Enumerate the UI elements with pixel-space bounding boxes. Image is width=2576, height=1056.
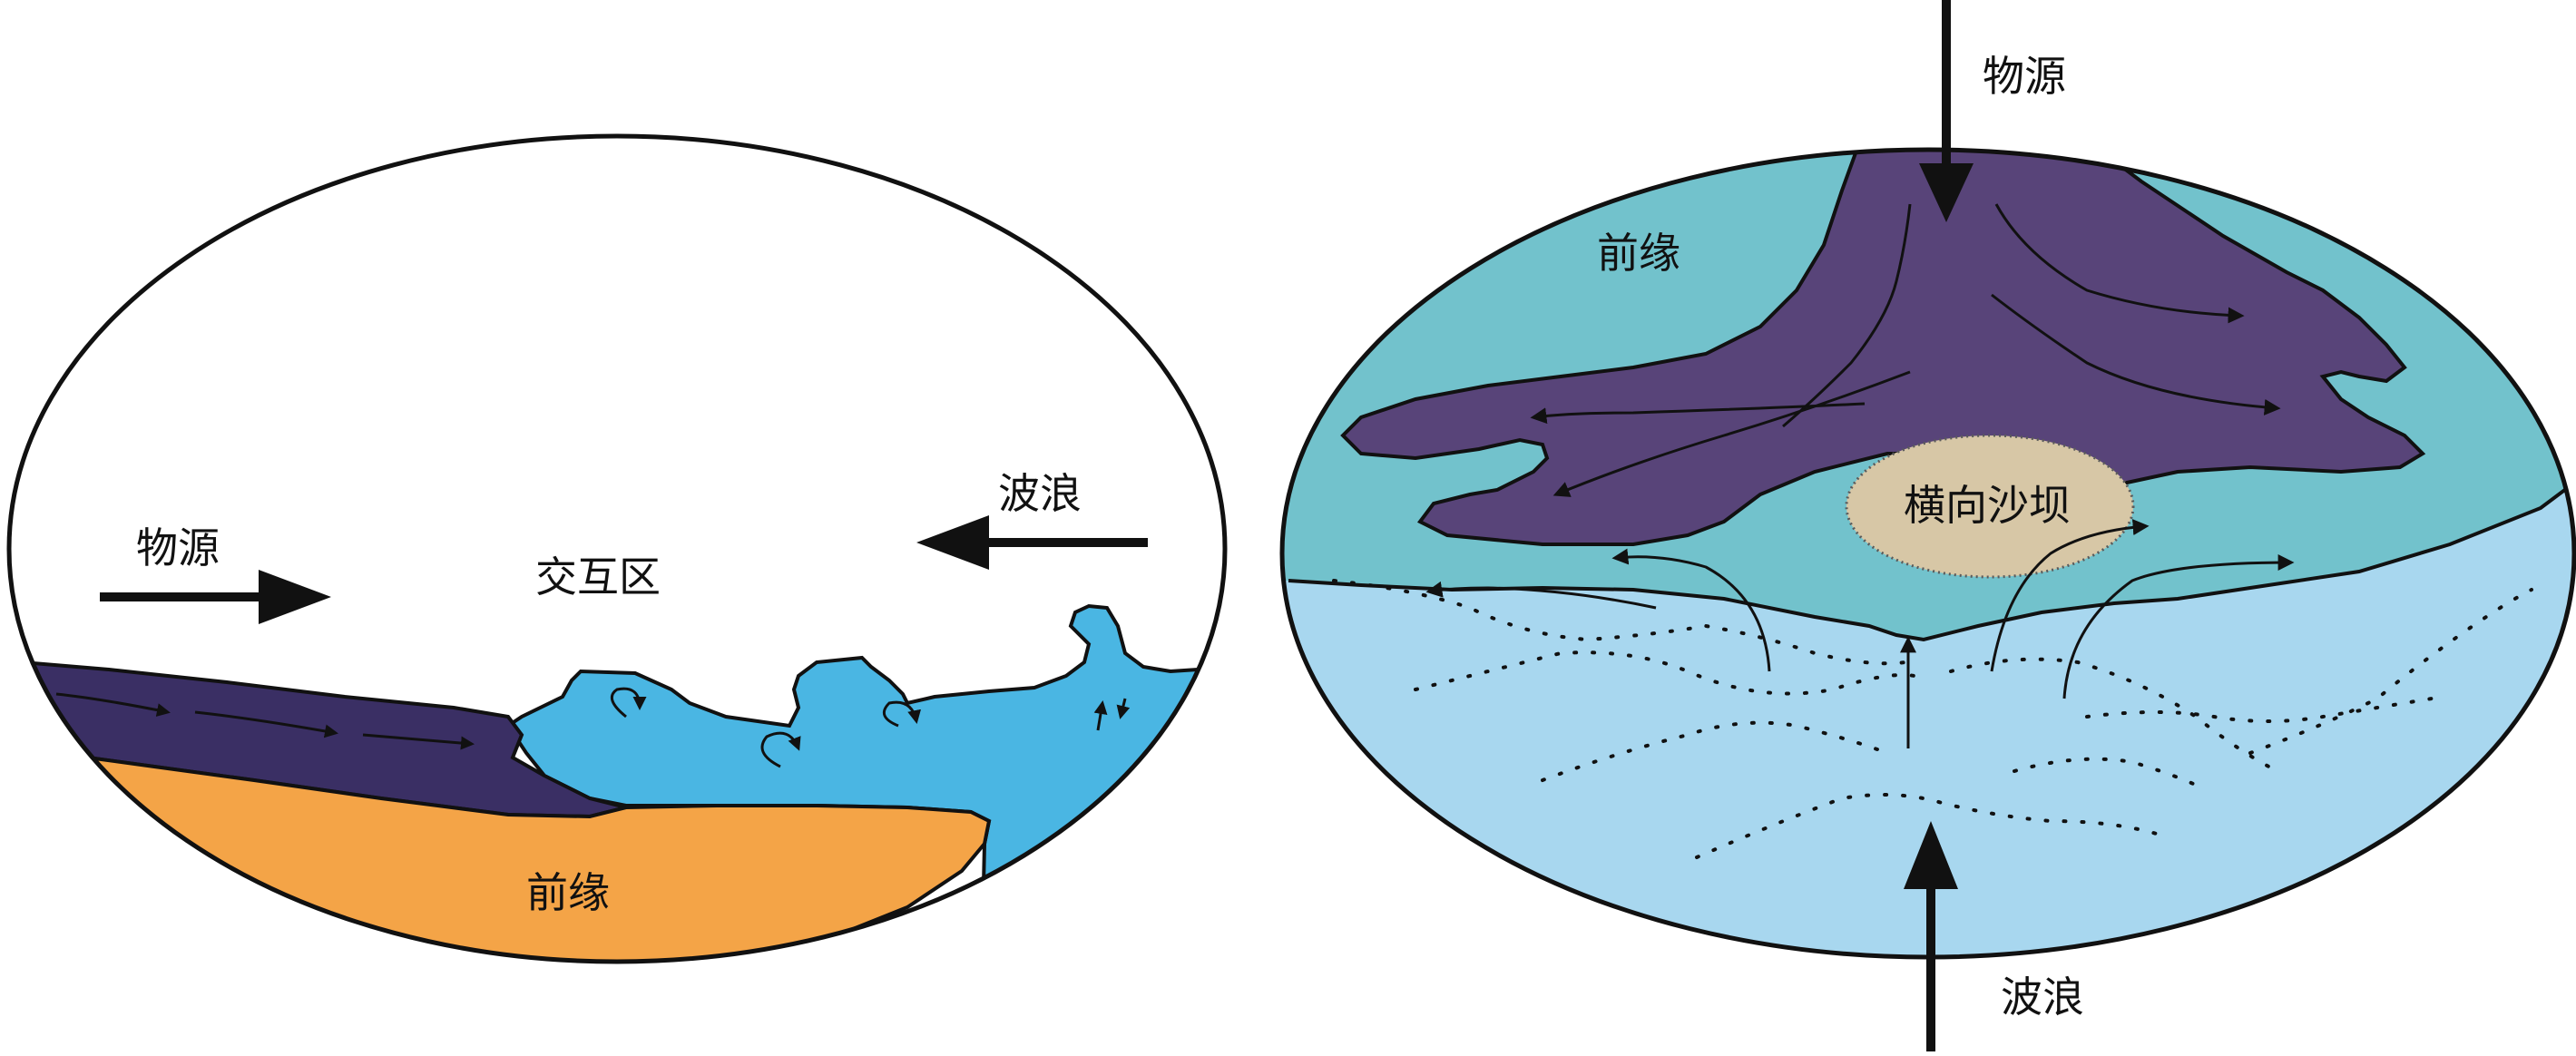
right-source-arrow — [1919, 0, 1974, 222]
sandbar-arrow-left — [1611, 548, 1771, 672]
right-source-label: 物源 — [1983, 52, 2066, 101]
fan-arrow-left-lower — [1552, 370, 1911, 497]
right-wave-dots — [1332, 579, 2533, 859]
fan-arrow-right-lower — [1991, 293, 2281, 416]
right-layers — [1282, 150, 2574, 859]
left-wave-arrow — [916, 515, 1148, 570]
right-sandbar-label: 横向沙坝 — [1904, 481, 2071, 530]
left-interaction-label: 交互区 — [535, 552, 661, 601]
fan-arrow-center-left — [1782, 203, 1912, 428]
left-source-arrow — [100, 570, 331, 624]
left-flow-arrow-1 — [55, 692, 171, 718]
right-sandbar — [1845, 434, 2135, 579]
shore-arrow-left — [1425, 581, 1657, 610]
swirl-arrow-5 — [1116, 698, 1131, 719]
right-waves-label: 波浪 — [2001, 973, 2084, 1022]
left-source-label: 物源 — [136, 523, 220, 572]
right-source-fan — [1340, 150, 2426, 546]
swirl-arrow-4 — [1093, 700, 1108, 731]
swirl-arrow-3 — [882, 700, 921, 728]
left-waves-label: 波浪 — [998, 469, 1082, 518]
left-flow-arrow-2 — [194, 710, 338, 738]
shore-arrow-right — [2062, 554, 2295, 699]
right-shoreline — [1288, 479, 2574, 642]
right-front-label: 前缘 — [1597, 229, 1680, 278]
fan-arrow-right-upper — [1994, 203, 2245, 324]
right-wave-arrow — [1904, 821, 1958, 1051]
swirl-arrow-1 — [610, 687, 647, 719]
swirl-arrow-2 — [760, 731, 801, 768]
sandbar-arrow-right — [1990, 519, 2150, 672]
left-diagram: 物源 交互区 波浪 前缘 — [6, 133, 1228, 964]
left-ellipse-outline — [6, 133, 1228, 964]
right-diagram: 物源 前缘 横向沙坝 波浪 — [1279, 0, 2576, 1051]
left-front-label: 前缘 — [526, 868, 610, 917]
left-flow-arrow-3 — [362, 733, 475, 750]
